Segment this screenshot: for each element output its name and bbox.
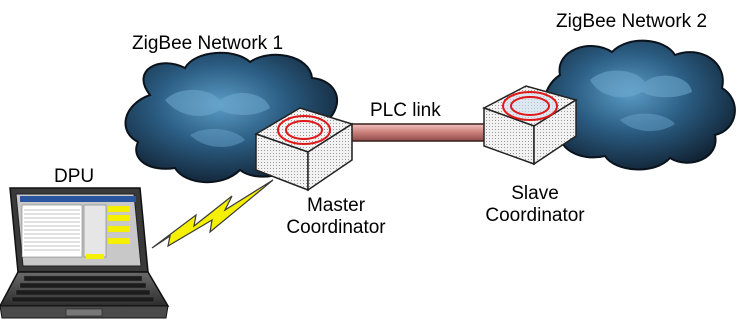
plc-link-cable <box>329 123 501 142</box>
zigbee-network-2-cloud-icon <box>543 39 736 171</box>
dpu-laptop-icon <box>0 187 170 319</box>
master-label-line2: Coordinator <box>286 217 386 238</box>
master-coordinator-icon <box>254 107 354 192</box>
master-coordinator-label: Master Coordinator <box>276 195 396 239</box>
network-2-label: ZigBee Network 2 <box>556 11 708 32</box>
slave-label-line1: Slave <box>511 183 559 204</box>
slave-label-line2: Coordinator <box>485 205 585 226</box>
plc-link-label: PLC link <box>370 100 441 121</box>
dpu-label: DPU <box>54 166 95 187</box>
network-1-label: ZigBee Network 1 <box>132 33 284 54</box>
slave-coordinator-icon <box>482 85 578 166</box>
slave-coordinator-label: Slave Coordinator <box>480 183 590 227</box>
master-label-line1: Master <box>306 195 366 216</box>
wireless-bolt-icon <box>151 179 274 249</box>
